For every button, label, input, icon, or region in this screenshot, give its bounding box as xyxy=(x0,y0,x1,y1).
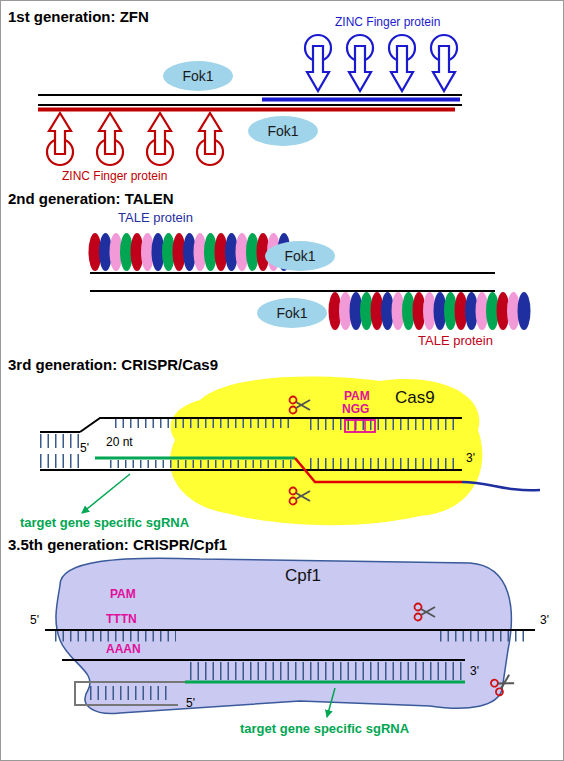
protein-label: TALE protein xyxy=(118,211,193,226)
cas9-dna xyxy=(95,457,295,460)
cas9-dna xyxy=(290,488,311,505)
cas9-dna xyxy=(40,431,80,433)
zfn-dna xyxy=(38,94,462,96)
cas9-dna xyxy=(40,469,462,471)
length-label: 20 nt xyxy=(106,436,133,450)
zinc-finger-blue xyxy=(433,46,455,91)
talen-dna xyxy=(90,273,495,291)
strand-end: 5' xyxy=(30,614,39,628)
protein-shape xyxy=(56,558,511,713)
zfn-dna xyxy=(38,95,462,110)
node-label: Fok1 xyxy=(267,123,298,139)
node-label: Fok1 xyxy=(284,248,315,264)
node-label: Fok1 xyxy=(276,305,307,321)
cpf1-dna xyxy=(75,682,185,705)
pam-label: PAM xyxy=(344,390,370,404)
protein-name: Cpf1 xyxy=(285,566,321,586)
section-heading: 3.5th generation: CRISPR/Cpf1 xyxy=(8,536,227,553)
cas9-dna xyxy=(110,460,292,468)
protein-label: ZINC Finger protein xyxy=(335,16,440,30)
talen-dna xyxy=(90,290,495,292)
pam-label: PAM xyxy=(110,588,136,602)
cpf1-dna xyxy=(90,686,168,700)
fok1-domain: Fok1 xyxy=(265,241,335,271)
tale-repeats-bottom xyxy=(518,292,531,330)
protein-label: TALE protein xyxy=(418,334,493,349)
zinc-finger-blue xyxy=(307,46,329,91)
cas9-dna xyxy=(40,397,540,514)
fok1-domain: Fok1 xyxy=(248,116,318,146)
zfn-dna xyxy=(38,104,462,106)
nuclease-protein: Cas9 xyxy=(160,370,500,535)
zinc-finger-blue xyxy=(391,46,413,91)
tale-repeats-top xyxy=(89,233,291,271)
section-heading: 3rd generation: CRISPR/Cas9 xyxy=(8,356,218,373)
fok1-domain: Fok1 xyxy=(257,298,327,328)
cas9-dna xyxy=(40,434,80,448)
section-heading: 1st generation: ZFN xyxy=(8,8,149,25)
pam-sequence: TTTN xyxy=(106,613,137,627)
pam-sequence: AAAN xyxy=(106,643,141,657)
zinc-finger-blue xyxy=(349,46,371,91)
strand-end: 3' xyxy=(466,452,475,466)
protein-shape xyxy=(170,377,482,526)
zfn-dna xyxy=(38,108,455,112)
sgrna-label: target gene specific sgRNA xyxy=(20,516,189,531)
zfn-dna xyxy=(262,98,460,102)
sgrna-label: target gene specific sgRNA xyxy=(240,722,409,737)
strand-end: 3' xyxy=(470,665,479,679)
cas9-dna xyxy=(290,397,311,414)
talen-dna xyxy=(90,272,495,274)
cas9-dna xyxy=(115,418,292,428)
strand-end: 5' xyxy=(80,442,89,456)
cpf1-dna xyxy=(440,631,530,642)
cas9-dna xyxy=(364,420,366,432)
cpf1-dna xyxy=(62,659,465,661)
cpf1-dna xyxy=(185,681,465,684)
zinc-finger-blue xyxy=(305,35,457,91)
zinc-finger-red xyxy=(199,113,221,154)
protein-label: ZINC Finger protein xyxy=(62,170,167,184)
protein-name: Cas9 xyxy=(395,388,435,408)
cas9-dna xyxy=(310,458,458,470)
protein-text-holder: Cas9 xyxy=(395,388,435,408)
strand-end: 5' xyxy=(186,697,195,711)
protein-outline xyxy=(160,370,500,535)
cas9-dna xyxy=(295,458,462,482)
node-label: Fok1 xyxy=(182,68,213,84)
cpf1-dna xyxy=(45,604,535,718)
cas9-dna xyxy=(80,418,462,432)
section-heading: 2nd generation: TALEN xyxy=(8,190,174,207)
zinc-finger-red xyxy=(99,113,121,154)
cpf1-dna xyxy=(45,629,535,631)
cpf1-dna xyxy=(327,688,335,717)
strand-end: 3' xyxy=(540,614,549,628)
cas9-dna xyxy=(310,418,458,430)
protein-text-holder: Cpf1 xyxy=(285,566,321,586)
cas9-dna xyxy=(354,420,356,432)
cpf1-dna xyxy=(490,672,516,697)
cas9-dna xyxy=(345,420,375,432)
pam-sequence: NGG xyxy=(342,403,369,417)
cpf1-dna xyxy=(55,631,176,642)
cpf1-dna xyxy=(415,604,436,621)
cas9-dna xyxy=(82,474,130,513)
cas9-dna xyxy=(462,482,540,490)
cpf1-dna xyxy=(190,662,462,680)
tale-repeats-bottom xyxy=(329,292,531,330)
zinc-finger-red xyxy=(47,113,223,165)
zinc-finger-red xyxy=(149,113,171,154)
zinc-finger-red xyxy=(49,113,71,154)
fok1-domain: Fok1 xyxy=(163,61,233,91)
cas9-dna xyxy=(40,454,80,468)
